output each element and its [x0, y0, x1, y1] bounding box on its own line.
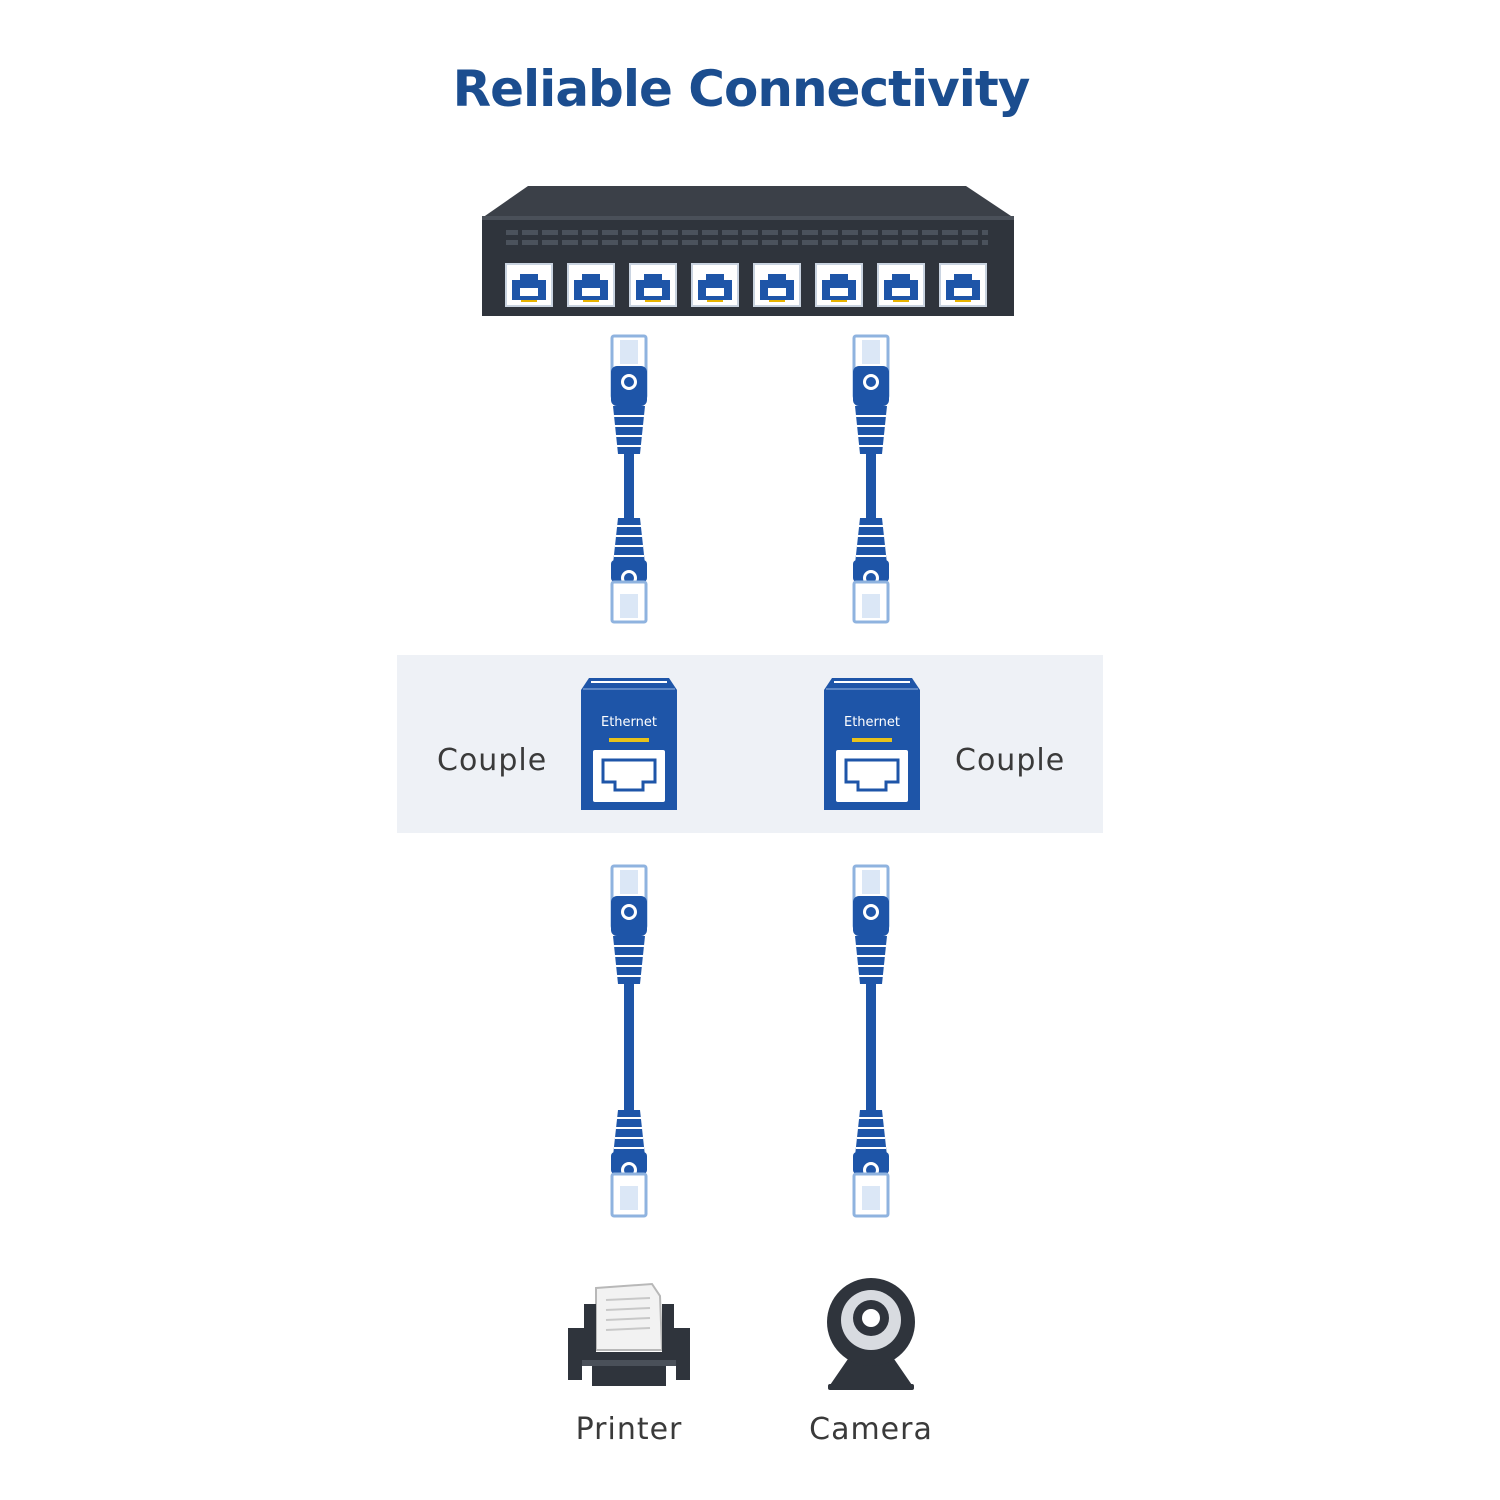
left-couple-label: Couple	[437, 743, 548, 778]
coupler-band	[397, 655, 1103, 833]
switch-port	[567, 263, 615, 307]
switch-port	[753, 263, 801, 307]
switch-port	[939, 263, 987, 307]
switch-port	[877, 263, 925, 307]
ethernet-cable-icon	[609, 334, 649, 624]
ethernet-cable-icon	[852, 864, 890, 1218]
switch-port	[691, 263, 739, 307]
ethernet-coupler-icon: Ethernet	[579, 676, 679, 812]
coupler-text: Ethernet	[601, 715, 657, 730]
right-couple-label: Couple	[955, 743, 1066, 778]
webcam-icon	[827, 1278, 915, 1390]
printer-label: Printer	[575, 1412, 683, 1447]
coupler-text: Ethernet	[844, 715, 900, 730]
ethernet-cable-icon	[851, 334, 891, 624]
page-title: Reliable Connectivity	[452, 60, 1031, 118]
switch-port	[815, 263, 863, 307]
ethernet-coupler-icon: Ethernet	[822, 676, 922, 812]
network-switch-icon	[482, 186, 1014, 316]
camera-label: Camera	[809, 1412, 933, 1447]
printer-icon	[568, 1282, 690, 1386]
switch-port	[629, 263, 677, 307]
ethernet-cable-icon	[610, 864, 648, 1218]
switch-port	[505, 263, 553, 307]
